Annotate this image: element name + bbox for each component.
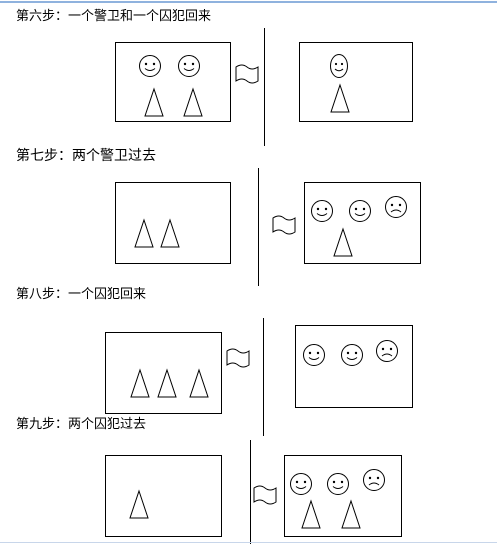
guard-oval-face-icon <box>330 54 348 78</box>
guard-smiley-icon <box>341 344 363 366</box>
step-7-river-line <box>258 168 259 286</box>
step-6-title: 第六步：一个警卫和一个囚犯回来 <box>16 9 212 24</box>
step-7-title: 第七步：两个警卫过去 <box>16 148 156 164</box>
guard-smiley-icon <box>178 55 200 77</box>
step-9-left-bank <box>105 455 222 537</box>
prisoner-triangle-icon <box>330 83 350 113</box>
prisoner-triangle-icon <box>144 87 164 117</box>
guard-smiley-icon <box>311 200 333 222</box>
bottom-rule <box>0 542 497 543</box>
prisoner-triangle-icon <box>183 87 203 117</box>
prisoner-triangle-icon <box>341 499 361 529</box>
guard-smiley-icon <box>290 473 312 495</box>
step-9-river-line <box>250 440 251 544</box>
prisoner-triangle-icon <box>189 368 209 398</box>
boat-flag-icon <box>253 485 277 505</box>
top-rule <box>0 1 497 3</box>
prisoner-triangle-icon <box>160 218 180 248</box>
guard-smiley-icon <box>327 473 349 495</box>
step-9-title: 第九步：两个囚犯过去 <box>16 417 147 432</box>
prisoner-triangle-icon <box>301 499 321 529</box>
prisoner-triangle-icon <box>333 227 353 257</box>
sad-face-icon <box>363 469 385 491</box>
boat-flag-icon <box>226 348 250 368</box>
sad-face-icon <box>376 340 398 362</box>
guard-smiley-icon <box>349 200 371 222</box>
step-6-left-bank <box>115 42 231 122</box>
step-8-left-bank <box>105 332 222 414</box>
prisoner-triangle-icon <box>129 489 149 519</box>
sad-face-icon <box>385 196 407 218</box>
step-8-river-line <box>263 318 264 436</box>
prisoner-triangle-icon <box>157 368 177 398</box>
prisoner-triangle-icon <box>130 368 150 398</box>
boat-flag-icon <box>235 64 259 84</box>
step-6-river-line <box>264 28 265 146</box>
step-8-right-bank <box>295 325 413 408</box>
step-6-right-bank <box>299 42 413 122</box>
step-7-left-bank <box>115 182 231 264</box>
guard-smiley-icon <box>139 55 161 77</box>
boat-flag-icon <box>272 215 296 235</box>
guard-smiley-icon <box>303 344 325 366</box>
step-7-right-bank <box>304 182 421 264</box>
prisoner-triangle-icon <box>134 218 154 248</box>
step-8-title: 第八步：一个囚犯回来 <box>16 287 147 302</box>
